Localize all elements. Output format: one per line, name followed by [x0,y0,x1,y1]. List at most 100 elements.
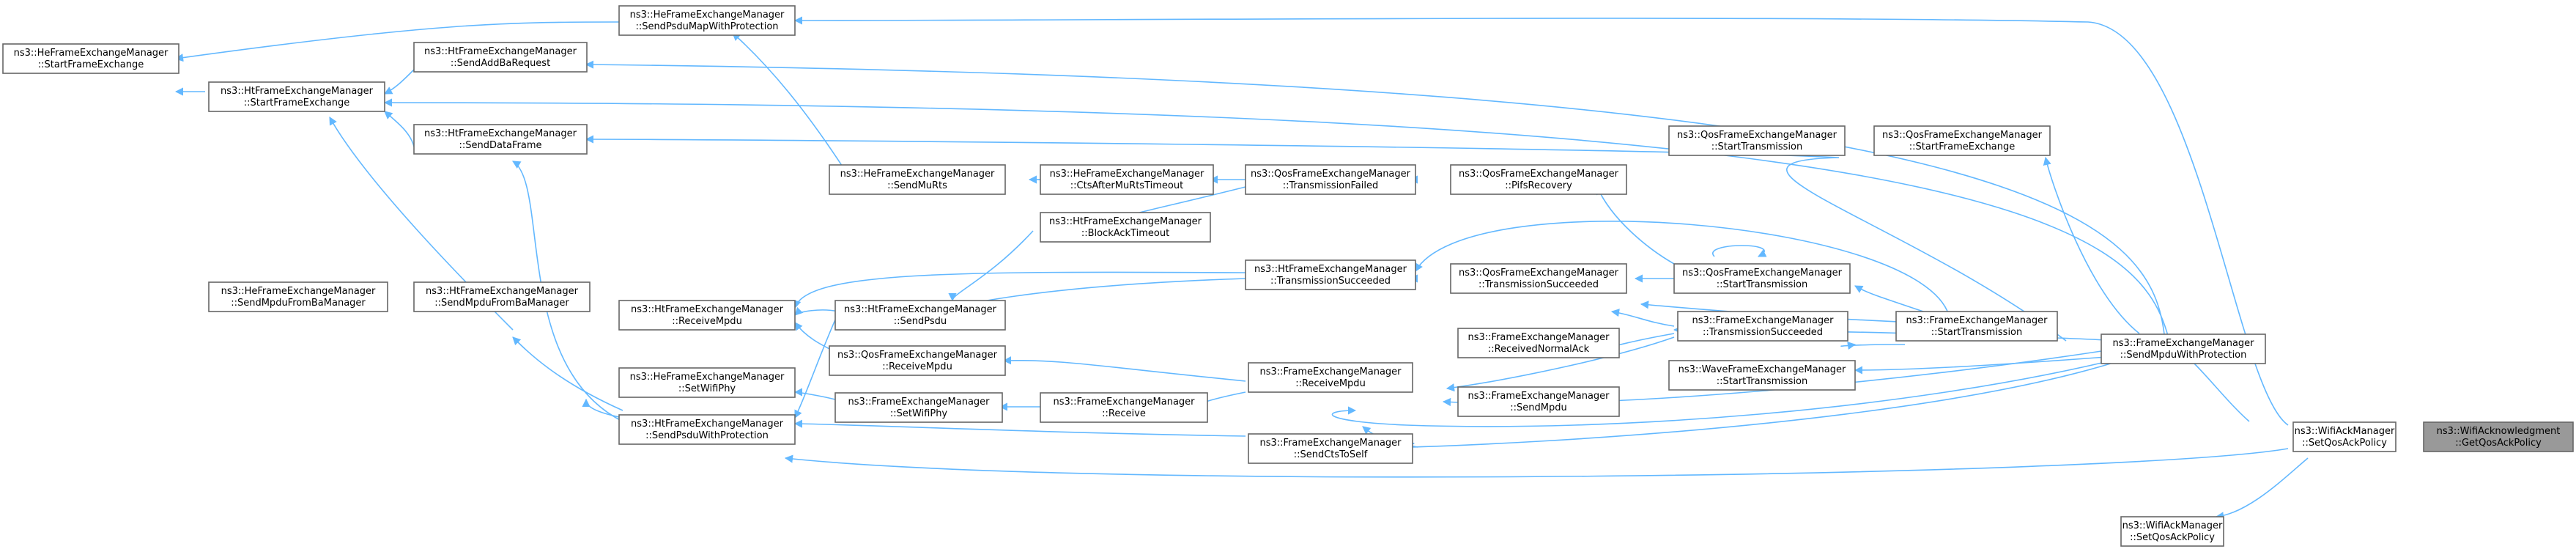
edge [948,230,1034,302]
edge [793,388,836,400]
node-line2: ::StartFrameExchange [1909,141,2016,152]
node-line2: ::SendMpduWithProtection [2120,350,2247,361]
node-qos-start-transmission-a[interactable]: ns3::QosFrameExchangeManager ::StartTran… [1668,125,1846,156]
node-wave-start-transmission[interactable]: ns3::WaveFrameExchangeManager ::StartTra… [1668,360,1856,391]
edge [512,336,623,411]
node-fe-receive-mpdu[interactable]: ns3::FrameExchangeManager ::ReceiveMpdu [1248,362,1413,393]
node-line1: ns3::QosFrameExchangeManager [1251,169,1411,180]
node-line1: ns3::FrameExchangeManager [848,397,990,408]
node-line1: ns3::FrameExchangeManager [1259,438,1402,449]
node-line2: ::SendMpduFromBaManager [434,298,569,309]
node-line2: ::SendPsdu [894,316,947,327]
node-line2: ::SendMuRts [887,180,947,191]
nodes: ns3::WifiAcknowledgment ::GetQosAckPolic… [2,5,2574,547]
node-ht-transmission-succeeded[interactable]: ns3::HtFrameExchangeManager ::Transmissi… [1245,259,1416,290]
node-fe-received-normal-ack[interactable]: ns3::FrameExchangeManager ::ReceivedNorm… [1457,328,1620,358]
node-qos-start-transmission-b[interactable]: ns3::QosFrameExchangeManager ::StartTran… [1673,263,1851,294]
node-qos-transmission-failed[interactable]: ns3::QosFrameExchangeManager ::Transmiss… [1245,164,1416,195]
edge [794,306,840,316]
node-ht-send-addba[interactable]: ns3::HtFrameExchangeManager ::SendAddBaR… [413,42,588,73]
node-line2: ::ReceivedNormalAck [1488,344,1590,355]
node-line2: ::SendCtsToSelf [1294,449,1368,460]
edge [793,16,2289,426]
node-ht-send-mpdu-ba[interactable]: ns3::HtFrameExchangeManager ::SendMpduFr… [413,281,591,312]
node-he-cts-after-mu-rts[interactable]: ns3::HeFrameExchangeManager ::CtsAfterMu… [1040,164,1214,195]
node-line2: ::ReceiveMpdu [1295,378,1366,389]
edge [732,32,847,173]
edge [2043,156,2140,334]
node-fe-send-mpdu-prot[interactable]: ns3::FrameExchangeManager ::SendMpduWith… [2101,334,2266,364]
node-line2: ::TransmissionSucceeded [1270,276,1391,287]
node-line2: ::StartTransmission [1717,279,1808,290]
node-ht-receive-mpdu[interactable]: ns3::HtFrameExchangeManager ::ReceiveMpd… [618,300,796,331]
node-line1: ns3::HeFrameExchangeManager [840,169,995,180]
node-line1: ns3::QosFrameExchangeManager [1459,268,1619,279]
node-target-getqosackpolicy[interactable]: ns3::WifiAcknowledgment ::GetQosAckPolic… [2423,421,2574,452]
node-line2: ::GetQosAckPolicy [2455,438,2542,449]
node-line2: ::ReceiveMpdu [882,361,952,372]
node-he-send-psdu-map[interactable]: ns3::HeFrameExchangeManager ::SendPsduMa… [618,5,796,36]
node-line1: ns3::QosFrameExchangeManager [1459,169,1619,180]
node-he-send-mpdu-ba[interactable]: ns3::HeFrameExchangeManager ::SendMpduFr… [208,281,388,312]
node-line2: ::SendDataFrame [459,140,541,151]
node-line2: ::SendPsduWithProtection [645,430,769,441]
node-line1: ns3::WifiAckManager [2122,520,2223,531]
edge [1446,336,1675,392]
node-line2: ::SetWifiPhy [678,383,736,394]
node-line1: ns3::FrameExchangeManager [1692,315,1834,326]
node-ack-set-qos-policy-b[interactable]: ns3::WifiAckManager ::SetQosAckPolicy [2120,516,2224,547]
node-qos-pifs-recovery[interactable]: ns3::QosFrameExchangeManager ::PifsRecov… [1450,164,1627,195]
node-fe-send-cts-to-self[interactable]: ns3::FrameExchangeManager ::SendCtsToSel… [1248,433,1413,464]
edge [793,419,1246,437]
node-line1: ns3::QosFrameExchangeManager [1682,268,1843,279]
node-he-set-wifi-phy[interactable]: ns3::HeFrameExchangeManager ::SetWifiPhy [618,367,796,398]
node-qos-receive-mpdu[interactable]: ns3::QosFrameExchangeManager ::ReceiveMp… [829,345,1006,376]
node-line1: ns3::FrameExchangeManager [1906,315,2048,326]
edge [384,111,415,147]
node-line1: ns3::HtFrameExchangeManager [1049,216,1202,227]
node-fe-transmission-succeeded[interactable]: ns3::FrameExchangeManager ::Transmission… [1677,311,1848,342]
node-ht-send-psdu[interactable]: ns3::HtFrameExchangeManager ::SendPsdu [834,300,1006,331]
node-ack-set-qos-policy-a[interactable]: ns3::WifiAckManager ::SetQosAckPolicy [2292,421,2397,452]
node-he-start-fe[interactable]: ns3::HeFrameExchangeManager ::StartFrame… [2,43,179,74]
node-line1: ns3::QosFrameExchangeManager [837,350,998,361]
edge [383,98,2169,339]
node-ht-block-ack-timeout[interactable]: ns3::HtFrameExchangeManager ::BlockAckTi… [1040,212,1211,243]
edge [174,21,620,62]
node-line2: ::SendMpduFromBaManager [231,298,366,309]
node-line2: ::SetQosAckPolicy [2130,532,2215,543]
node-line1: ns3::WaveFrameExchangeManager [1679,364,1846,375]
node-line1: ns3::HtFrameExchangeManager [221,86,374,97]
node-he-send-mu-rts[interactable]: ns3::HeFrameExchangeManager ::SendMuRts [829,164,1006,195]
node-line2: ::SendMpdu [1510,402,1566,413]
node-line1: ns3::HeFrameExchangeManager [1050,169,1204,180]
node-fe-start-transmission[interactable]: ns3::FrameExchangeManager ::StartTransmi… [1895,311,2058,342]
node-line1: ns3::HtFrameExchangeManager [844,304,997,315]
node-line2: ::StartFrameExchange [244,97,350,108]
node-line1: ns3::HtFrameExchangeManager [424,128,577,139]
node-line1: ns3::QosFrameExchangeManager [1677,130,1837,141]
node-ht-send-data[interactable]: ns3::HtFrameExchangeManager ::SendDataFr… [413,124,588,155]
node-ht-send-psdu-prot[interactable]: ns3::HtFrameExchangeManager ::SendPsduWi… [618,414,796,445]
node-line2: ::SendAddBaRequest [451,58,550,69]
node-line1: ns3::FrameExchangeManager [2112,338,2254,349]
node-line2: ::TransmissionSucceeded [1478,279,1599,290]
node-line2: ::StartFrameExchange [38,59,144,70]
edge [1711,245,1767,257]
node-line1: ns3::HeFrameExchangeManager [14,48,169,59]
node-fe-send-mpdu[interactable]: ns3::FrameExchangeManager ::SendMpdu [1457,386,1620,417]
edge [794,311,840,419]
edge [793,271,1246,309]
node-qos-transmission-succeeded[interactable]: ns3::QosFrameExchangeManager ::Transmiss… [1450,263,1627,294]
node-ht-start-fe[interactable]: ns3::HtFrameExchangeManager ::StartFrame… [208,81,385,112]
node-line2: ::SetQosAckPolicy [2302,438,2387,449]
edge [1610,309,1675,327]
edge [384,69,415,95]
node-fe-receive[interactable]: ns3::FrameExchangeManager ::Receive [1040,392,1208,423]
node-fe-set-wifi-phy[interactable]: ns3::FrameExchangeManager ::SetWifiPhy [834,392,1003,423]
node-line1: ns3::HeFrameExchangeManager [630,10,785,21]
node-qos-start-fe[interactable]: ns3::QosFrameExchangeManager ::StartFram… [1873,125,2051,156]
node-line2: ::CtsAfterMuRtsTimeout [1070,180,1183,191]
node-line2: ::TransmissionFailed [1283,180,1378,191]
node-line1: ns3::FrameExchangeManager [1467,332,1610,343]
